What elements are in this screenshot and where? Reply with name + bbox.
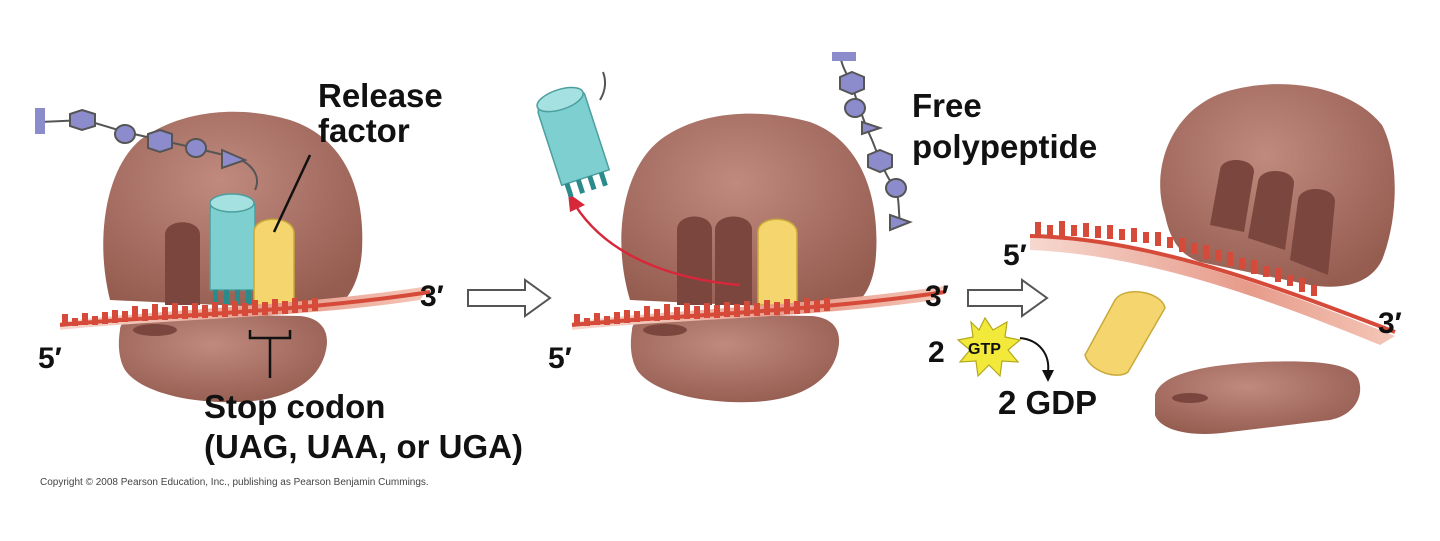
mrna-strand-2 bbox=[571, 286, 946, 330]
small-subunit bbox=[118, 313, 327, 403]
release-factor-icon bbox=[253, 218, 295, 306]
subunit-groove bbox=[133, 324, 177, 336]
three-prime-label-1: 3′ bbox=[420, 280, 444, 313]
five-prime-label-1: 5′ bbox=[38, 342, 62, 375]
subunit-groove bbox=[1172, 393, 1208, 403]
gtp-count-label: 2 bbox=[928, 336, 945, 369]
panel-1-release-factor-binding bbox=[35, 108, 431, 403]
ribosome-site-e bbox=[165, 222, 200, 305]
gtp-star-icon bbox=[956, 316, 1022, 378]
gtp-label: GTP bbox=[968, 341, 1001, 358]
stop-codon-label: Stop codon bbox=[204, 388, 385, 425]
step-arrow-2 bbox=[967, 278, 1049, 318]
small-subunit bbox=[630, 313, 840, 403]
trna-exit-arrow bbox=[573, 204, 741, 287]
polypeptide-chain bbox=[35, 108, 258, 191]
ribosome-site-e bbox=[677, 216, 712, 305]
release-factor-label-line2: factor bbox=[318, 112, 410, 149]
release-factor-label-line1: Release bbox=[318, 77, 443, 114]
mrna-strand-3 bbox=[1029, 221, 1396, 345]
panel-2-polypeptide-release bbox=[536, 52, 946, 403]
panel-3-ribosome-dissociation bbox=[1029, 84, 1396, 435]
stop-codon-bracket bbox=[248, 330, 292, 378]
release-factor-pointer bbox=[272, 154, 312, 233]
gdp-label: 2 GDP bbox=[998, 384, 1097, 421]
stop-codon-options-label: (UAG, UAA, or UGA) bbox=[204, 428, 523, 465]
trna-tail bbox=[599, 71, 606, 101]
released-trna-icon bbox=[536, 86, 611, 198]
three-prime-label-3: 3′ bbox=[1378, 307, 1402, 340]
free-polypeptide-label-line1: Free bbox=[912, 87, 982, 124]
five-prime-label-3: 5′ bbox=[1003, 239, 1027, 272]
arrowhead bbox=[1042, 370, 1054, 382]
subunit-groove bbox=[643, 324, 687, 336]
gtp-to-gdp-arrow bbox=[1019, 337, 1050, 373]
free-polypeptide-chain bbox=[832, 52, 913, 232]
ribosome-site-p bbox=[715, 216, 752, 305]
trna-icon bbox=[209, 193, 256, 304]
ribosome-site-e bbox=[1210, 160, 1255, 232]
five-prime-label-2: 5′ bbox=[548, 342, 572, 375]
mrna-strand-1 bbox=[59, 286, 431, 330]
release-factor-icon bbox=[757, 218, 798, 306]
three-prime-label-2: 3′ bbox=[925, 280, 949, 313]
step-arrow-1 bbox=[467, 278, 552, 318]
ribosome-site-a bbox=[1290, 188, 1336, 275]
small-subunit bbox=[1155, 361, 1361, 435]
ribosome-site-p bbox=[1248, 170, 1295, 250]
copyright-notice: Copyright © 2008 Pearson Education, Inc.… bbox=[40, 477, 429, 488]
arrowhead bbox=[568, 193, 585, 212]
released-release-factor-icon bbox=[1084, 291, 1166, 376]
free-polypeptide-label-line2: polypeptide bbox=[912, 128, 1097, 165]
